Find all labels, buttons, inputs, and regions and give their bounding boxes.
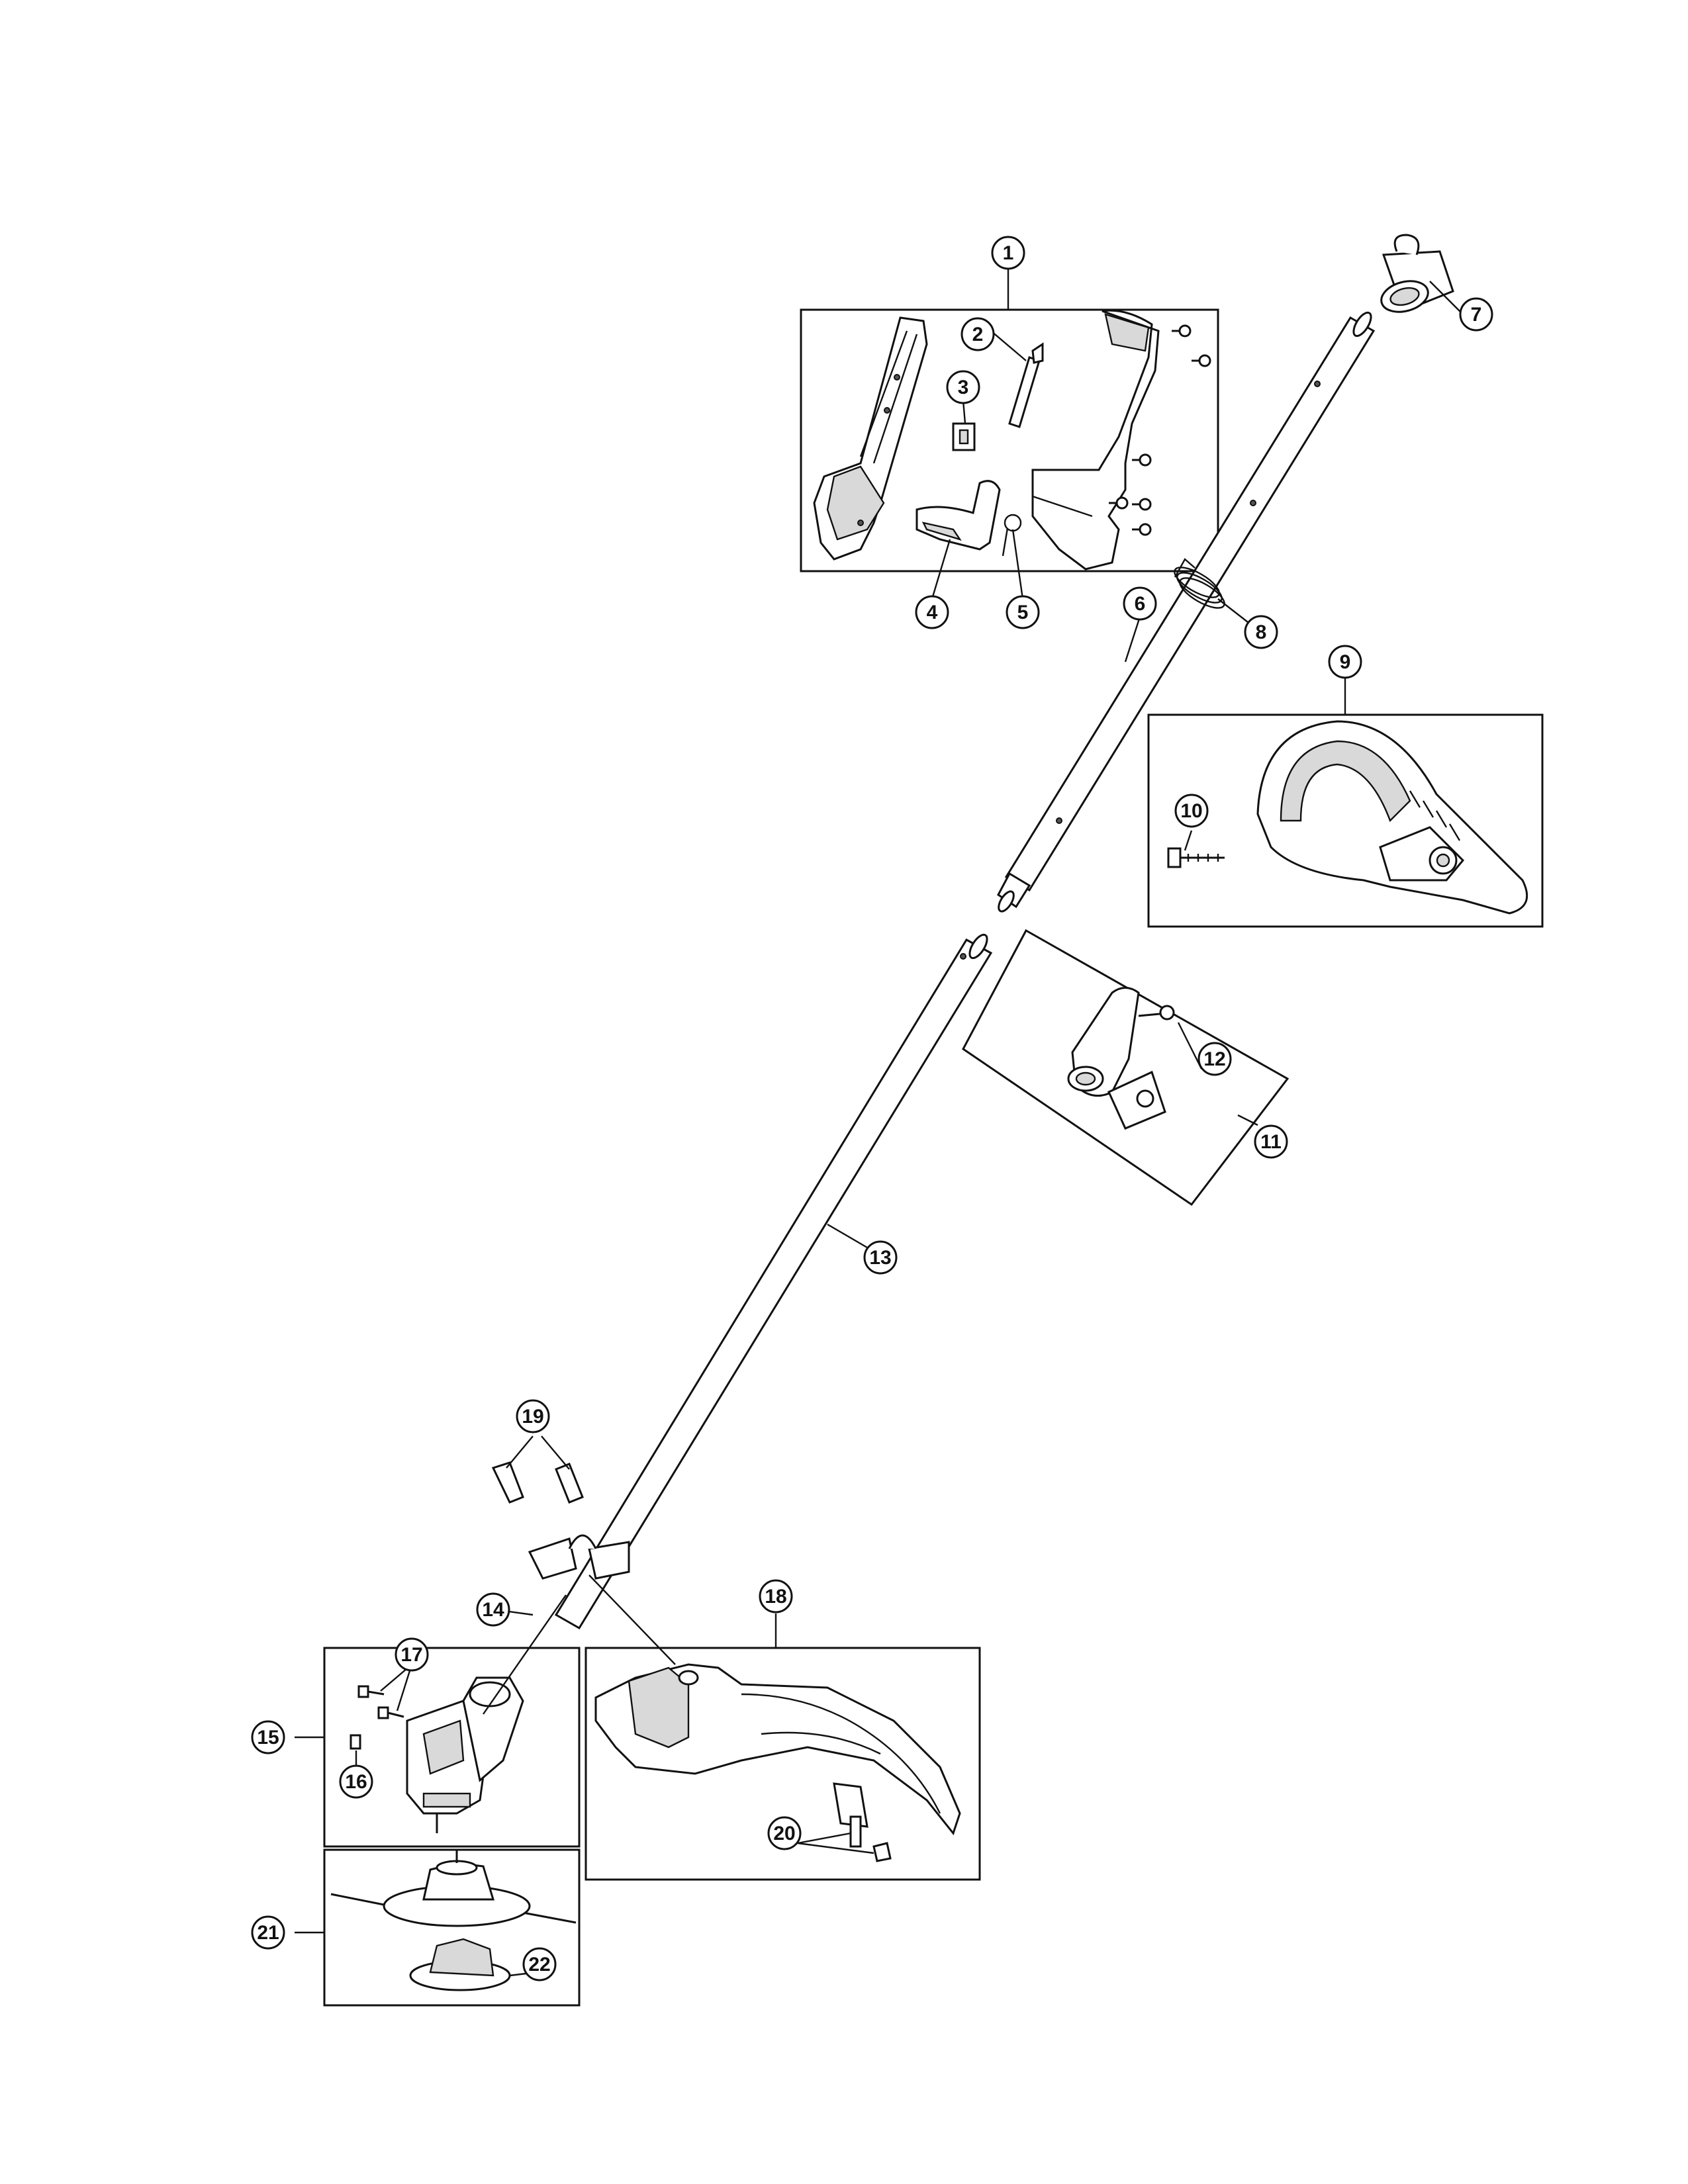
callout-2: 2 xyxy=(961,317,995,351)
housing-screws xyxy=(1109,324,1211,536)
callout-label: 22 xyxy=(528,1954,550,1976)
callout-label: 13 xyxy=(869,1247,891,1269)
callout-circle xyxy=(767,1816,802,1850)
callout-circle xyxy=(1174,794,1209,828)
coupler-screw xyxy=(1138,1005,1175,1021)
callout-label: 8 xyxy=(1256,621,1267,643)
shaft-band xyxy=(1174,558,1225,609)
callout-circle xyxy=(1244,615,1278,649)
trimmer-head xyxy=(330,1850,577,1991)
callout-circle xyxy=(961,317,995,351)
callout-19: 19 xyxy=(516,1399,550,1433)
callout-circle xyxy=(915,595,949,629)
callout-circle xyxy=(759,1579,793,1614)
callout-circle xyxy=(1328,645,1362,679)
callout-circle xyxy=(1006,595,1040,629)
box-coupler xyxy=(962,929,1289,1206)
callout-label: 20 xyxy=(773,1823,795,1844)
callout-label: 14 xyxy=(482,1599,504,1621)
callout-20: 20 xyxy=(767,1816,802,1850)
shaft-coupler xyxy=(1067,987,1166,1130)
callout-label: 12 xyxy=(1203,1048,1225,1070)
callout-8: 8 xyxy=(1244,615,1278,649)
callout-13: 13 xyxy=(863,1240,898,1275)
upper-shaft xyxy=(997,311,1376,913)
callout-label: 1 xyxy=(1003,242,1014,264)
callout-circle xyxy=(1254,1124,1288,1159)
callout-4: 4 xyxy=(915,595,949,629)
trigger-spring xyxy=(1002,514,1022,557)
callout-10: 10 xyxy=(1174,794,1209,828)
callout-label: 16 xyxy=(345,1771,367,1793)
callout-circle xyxy=(946,370,980,404)
callout-circle xyxy=(395,1637,429,1672)
gearhead xyxy=(406,1676,524,1833)
callout-circle xyxy=(1197,1042,1232,1076)
gearhead-screws xyxy=(350,1685,404,1750)
callout-label: 6 xyxy=(1135,593,1146,615)
callout-circle xyxy=(251,1915,285,1950)
guard-screws xyxy=(849,1815,892,1862)
callout-circle xyxy=(991,236,1025,270)
callout-label: 11 xyxy=(1260,1131,1282,1153)
switch xyxy=(952,422,976,451)
callout-label: 3 xyxy=(958,377,969,398)
callout-18: 18 xyxy=(759,1579,793,1614)
callout-circle xyxy=(339,1764,373,1799)
callout-11: 11 xyxy=(1254,1124,1288,1159)
callout-circle xyxy=(251,1720,285,1754)
callout-6: 6 xyxy=(1123,586,1157,621)
callout-5: 5 xyxy=(1006,595,1040,629)
callout-22: 22 xyxy=(522,1947,557,1981)
trigger xyxy=(915,480,1001,551)
handle-housing-right xyxy=(1031,309,1160,570)
callout-label: 19 xyxy=(522,1406,543,1428)
callout-21: 21 xyxy=(251,1915,285,1950)
lower-shaft xyxy=(554,933,993,1630)
callout-12: 12 xyxy=(1197,1042,1232,1076)
box-guard xyxy=(585,1647,981,1881)
callout-circle xyxy=(1123,586,1157,621)
assist-handle xyxy=(1256,720,1528,915)
box-handle-housing xyxy=(800,308,1219,572)
assist-handle-bolt xyxy=(1167,847,1225,868)
clamp-screws xyxy=(491,1461,584,1504)
callout-15: 15 xyxy=(251,1720,285,1754)
callout-label: 5 xyxy=(1017,602,1029,623)
guard-clamp xyxy=(528,1534,630,1580)
shaft-end-cap xyxy=(1380,234,1454,313)
callout-circle xyxy=(863,1240,898,1275)
callout-label: 21 xyxy=(257,1922,279,1944)
callout-circle xyxy=(1459,297,1493,332)
callout-label: 7 xyxy=(1471,304,1482,326)
callout-label: 18 xyxy=(765,1586,786,1608)
leader-lines xyxy=(295,266,1464,1977)
callout-9: 9 xyxy=(1328,645,1362,679)
callout-17: 17 xyxy=(395,1637,429,1672)
callout-label: 17 xyxy=(400,1644,422,1666)
box-gearhead xyxy=(323,1647,581,1848)
callout-label: 4 xyxy=(927,602,938,623)
callout-1: 1 xyxy=(991,236,1025,270)
callout-7: 7 xyxy=(1459,297,1493,332)
switch-bar xyxy=(1008,342,1044,428)
callout-label: 15 xyxy=(257,1727,279,1749)
callout-3: 3 xyxy=(946,370,980,404)
box-trimmer-head xyxy=(323,1848,581,2007)
callout-circle xyxy=(476,1592,510,1627)
callout-label: 2 xyxy=(972,324,984,345)
callout-label: 10 xyxy=(1180,800,1202,822)
handle-housing-left xyxy=(813,316,928,561)
callout-circle xyxy=(516,1399,550,1433)
callout-16: 16 xyxy=(339,1764,373,1799)
callout-label: 9 xyxy=(1340,651,1351,673)
trimmer-guard xyxy=(594,1663,961,1836)
callout-14: 14 xyxy=(476,1592,510,1627)
callout-circle xyxy=(522,1947,557,1981)
